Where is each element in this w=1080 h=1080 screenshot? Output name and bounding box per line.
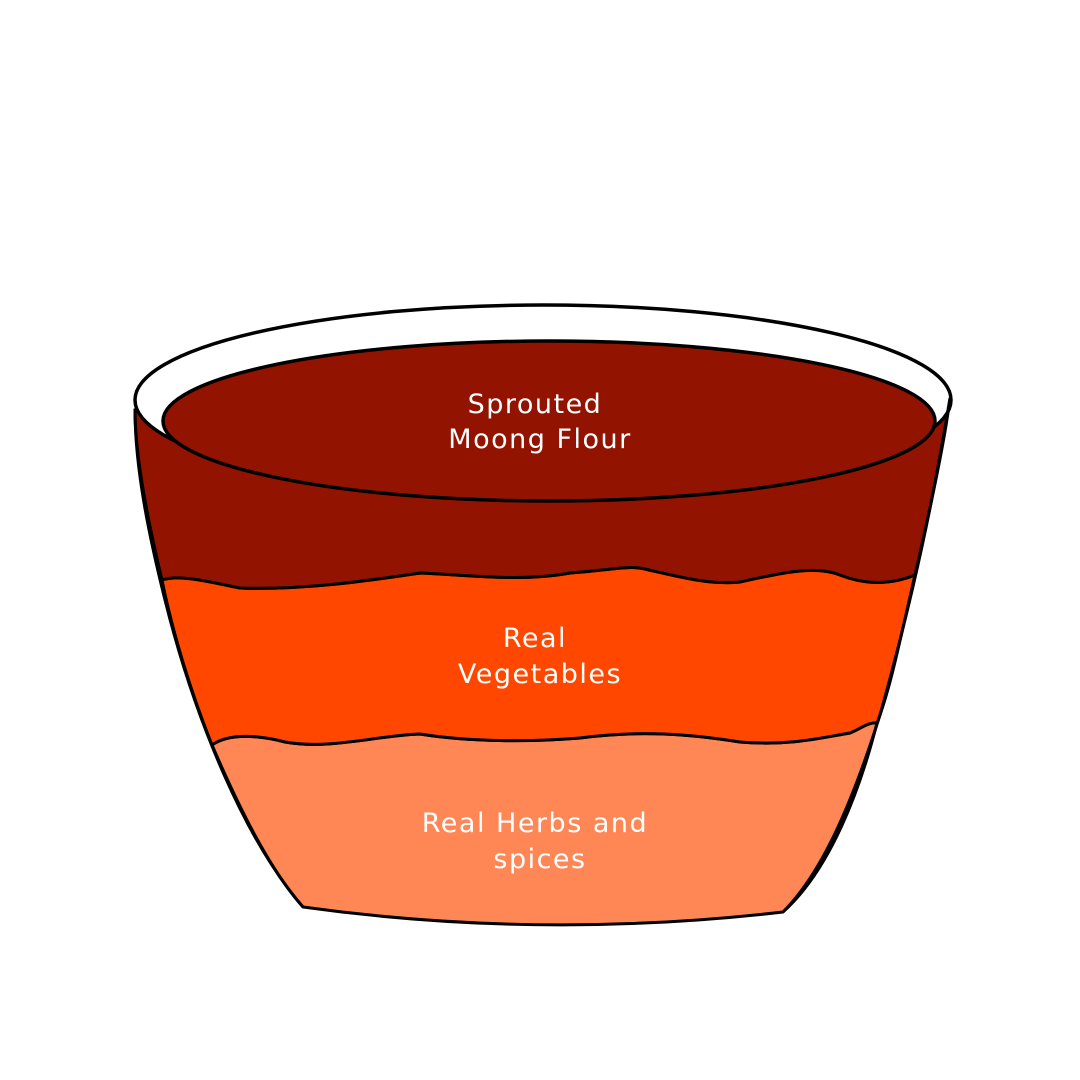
bowl-layer-middle bbox=[160, 566, 918, 748]
label-layer-bottom-line1: Real Herbs and bbox=[422, 808, 648, 839]
label-layer-top-line2: Moong Flour bbox=[448, 424, 631, 455]
bowl-side-right bbox=[781, 397, 952, 914]
bowl-rim-inner bbox=[161, 339, 937, 503]
bowl-side-left bbox=[133, 409, 305, 908]
label-layer-top-line1: Sprouted bbox=[468, 389, 603, 420]
label-layer-middle-line1: Real bbox=[503, 623, 567, 654]
label-layer-bottom: Real Herbs and spices bbox=[422, 808, 658, 875]
label-layer-middle: Real Vegetables bbox=[458, 623, 622, 690]
label-layer-bottom-line2: spices bbox=[493, 844, 586, 875]
label-layer-middle-line2: Vegetables bbox=[458, 659, 622, 690]
label-layer-top: Sprouted Moong Flour bbox=[448, 389, 631, 455]
